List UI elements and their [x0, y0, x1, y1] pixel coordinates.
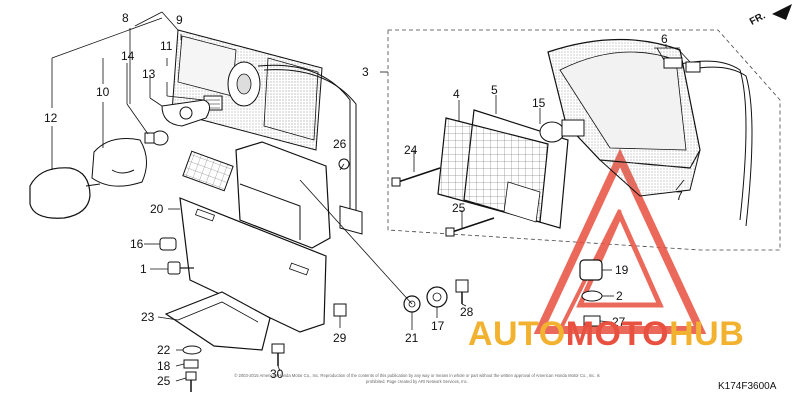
callout-15: 15: [532, 96, 546, 110]
washer-part-22: [182, 345, 202, 355]
callout-3: 3: [362, 65, 369, 79]
screw-part-25-lower: [445, 217, 495, 237]
callout-16: 16: [130, 237, 144, 251]
callout-17: 17: [431, 319, 445, 333]
bulb-part-15: [539, 119, 585, 143]
front-direction-arrow: [772, 4, 792, 20]
callout-28: 28: [460, 305, 474, 319]
callout-12: 12: [44, 111, 58, 125]
watermark-logo: AUTOMOTOHUB: [468, 315, 745, 353]
license-lamp-housing: [182, 141, 363, 249]
drawing-code: K174F3600A: [718, 381, 777, 392]
callout-18: 18: [157, 359, 171, 373]
callout-26: 26: [333, 137, 347, 151]
flap-part-23: [164, 291, 271, 351]
lens-part-12: [29, 167, 101, 219]
copyright-fine-print: © 2003-2015 American Honda Motor Co., In…: [234, 373, 600, 384]
callout-7: 7: [676, 189, 683, 203]
socket-part-10: [91, 138, 147, 187]
assembly-3-outline: [387, 29, 781, 251]
callout-11: 11: [160, 39, 173, 53]
leader-lines: [51, 11, 691, 382]
bolt-part-28: [455, 279, 469, 304]
nut-part-18: [183, 359, 199, 369]
callout-6: 6: [661, 32, 668, 46]
reflector-part-9: [171, 29, 357, 214]
callout-22: 22: [157, 343, 171, 357]
license-bracket-part-20: [179, 197, 327, 333]
callout-27: 27: [612, 315, 626, 329]
callout-2: 2: [616, 289, 623, 303]
grommet-part-19: [579, 259, 603, 281]
bulb-part-14: [144, 130, 169, 146]
gasket-part-13: [161, 99, 210, 127]
callout-21: 21: [405, 331, 419, 345]
callout-29: 29: [333, 331, 347, 345]
tail-light-housing: [547, 38, 753, 227]
callout-25-upper: 24: [404, 143, 418, 157]
callout-30: 30: [270, 367, 284, 381]
callout-5: 5: [491, 83, 498, 97]
screw-part-25-upper: [391, 167, 441, 187]
callout-1: 1: [140, 262, 147, 276]
callout-8: 8: [122, 11, 129, 25]
screw-part-30: [271, 343, 285, 366]
grommet-part-16: [159, 237, 177, 251]
callout-23: 23: [141, 310, 155, 324]
bolt-part-24: [185, 371, 197, 392]
callout-9: 9: [176, 13, 183, 27]
collar-part-29: [333, 303, 347, 317]
callout-24: 25: [157, 374, 171, 388]
callout-25-lower: 25: [452, 201, 466, 215]
collar-part-2: [581, 290, 603, 302]
callout-4: 4: [453, 87, 460, 101]
callout-19: 19: [615, 263, 629, 277]
tail-lens-part-4: [437, 117, 549, 223]
grommet-part-17: [426, 286, 448, 308]
callout-10: 10: [96, 85, 110, 99]
callout-13: 13: [142, 67, 156, 81]
callout-20: 20: [150, 202, 164, 216]
callout-14: 14: [121, 49, 135, 63]
bolt-part-1: [167, 261, 194, 275]
